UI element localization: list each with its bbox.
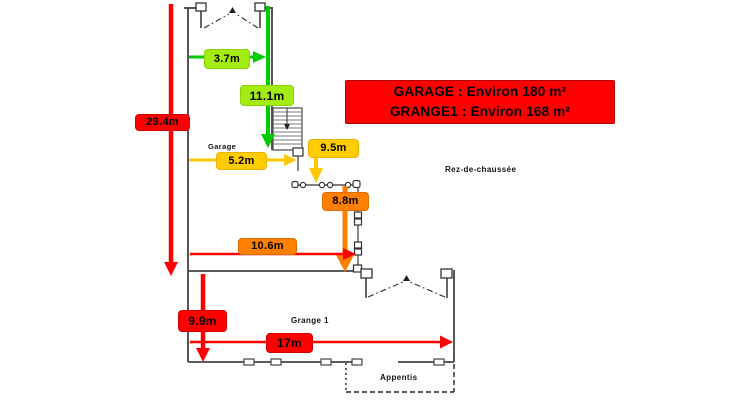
measure-label-9-9m: 9.9m [178,310,227,332]
measure-label-17m: 17m [266,333,313,353]
grange-door [360,268,453,298]
measure-label-29-4m: 29.4m [135,114,190,131]
info-line-grange: GRANGE1 : Environ 168 m² [389,104,571,119]
wall-fittings [291,179,363,273]
measure-label-9-5m: 9.5m [308,139,359,158]
door-jamb [360,268,373,279]
info-line-garage: GARAGE : Environ 180 m² [393,84,567,99]
room-label-grange: Grange 1 [291,316,329,325]
room-label-garage: Garage [208,142,237,151]
door-swing-arrow [229,7,236,13]
measure-label-5-2m: 5.2m [216,152,267,170]
door-jamb [195,2,207,12]
area-info-box: GARAGE : Environ 180 m² GRANGE1 : Enviro… [345,80,615,124]
appentis-outline [345,363,455,393]
door-jamb [292,147,304,157]
door-swing [203,13,230,29]
measure-label-10-6m: 10.6m [238,238,297,255]
arrow-29-4m [164,4,178,276]
stairs [272,107,304,157]
bottom-windows [243,358,445,366]
door-swing-arrow [403,275,410,281]
measure-label-3-7m: 3.7m [204,49,250,69]
stairs-direction-arrow [284,124,290,130]
arrow-11-1m [261,6,275,148]
room-label-appentis: Appentis [380,373,418,382]
door-swing [235,13,259,29]
measure-label-8-8m: 8.8m [322,192,369,211]
door-jamb [254,2,266,12]
door-jamb [440,268,453,279]
top-door [195,2,266,29]
measure-label-11-1m: 11.1m [240,85,294,106]
door-swing [409,281,446,298]
floor-label-rez-de-chaussee: Rez-de-chaussée [445,165,517,174]
door-swing [367,281,404,298]
arrow-17m [190,335,453,349]
